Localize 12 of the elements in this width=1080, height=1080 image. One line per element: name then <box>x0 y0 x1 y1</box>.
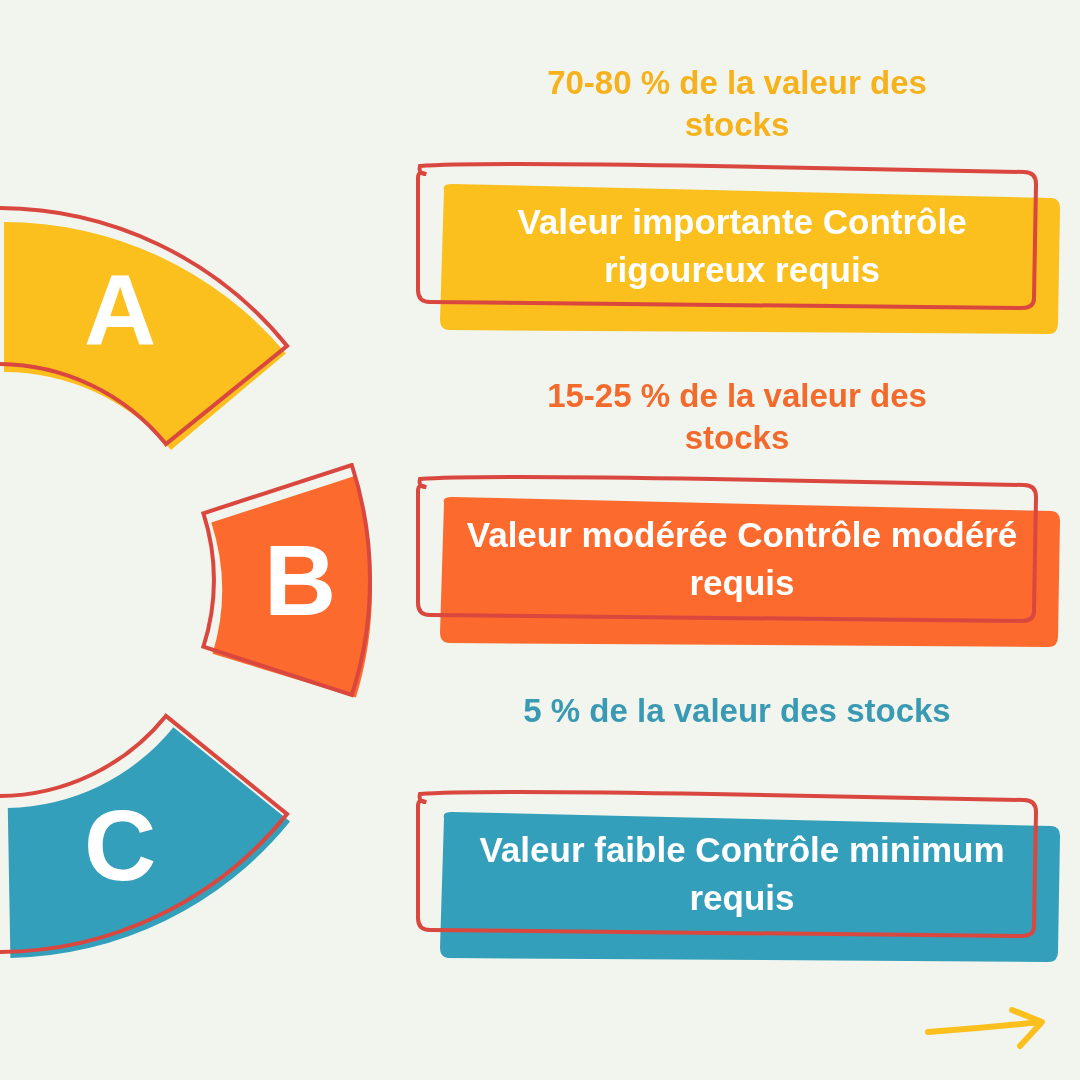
segment-letter: B <box>263 530 337 630</box>
card-text: Valeur faible Contrôle minimum requis <box>478 829 1006 919</box>
ring-segment <box>0 713 292 960</box>
share-heading: 70-80 % de la valeur des stocks <box>546 63 928 145</box>
card-text: Valeur modérée Contrôle modéré requis <box>465 514 1019 604</box>
card-text: Valeur importante Contrôle rigoureux requis <box>516 201 968 291</box>
share-heading: 15-25 % de la valeur des stocks <box>546 376 928 458</box>
ring-segment <box>0 206 290 452</box>
ring-segment <box>201 463 374 700</box>
segment-letter: A <box>83 260 157 360</box>
segment-letter: C <box>83 795 157 895</box>
share-heading: 5 % de la valeur des stocks <box>522 691 952 731</box>
